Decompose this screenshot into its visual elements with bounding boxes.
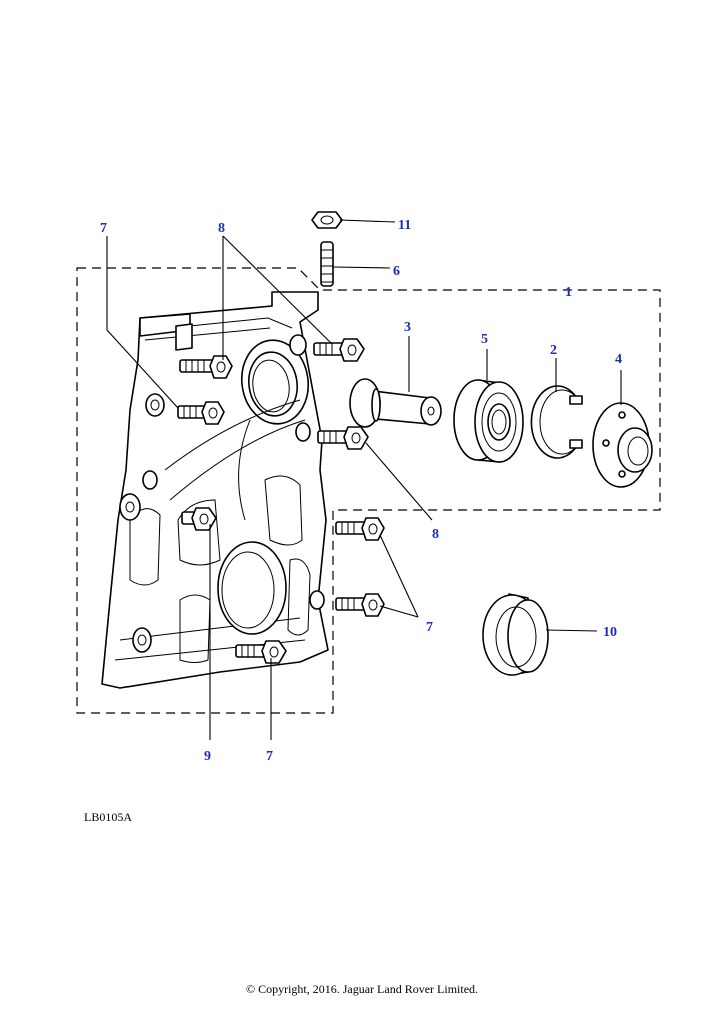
callout-7-top-left: 7	[100, 221, 107, 236]
copyright-notice: © Copyright, 2016. Jaguar Land Rover Lim…	[245, 982, 479, 996]
callout-7-right: 7	[426, 620, 433, 635]
callout-2: 2	[550, 343, 557, 358]
nut	[311, 211, 343, 229]
diagram-reference-code: LB0105A	[84, 810, 132, 824]
callout-4: 4	[615, 352, 622, 367]
callout-labels: 7 8 11 6 1 3 5 2 4 8 7 10 9 7	[100, 218, 622, 764]
timing-cover	[101, 291, 329, 689]
callout-6: 6	[393, 264, 400, 279]
callout-9: 9	[204, 749, 211, 764]
callout-5: 5	[481, 332, 488, 347]
callout-3: 3	[404, 320, 411, 335]
cover-bolt-lower-right-b	[335, 593, 385, 617]
pulley-flange	[592, 402, 653, 488]
cover-bolt-mid-right	[317, 426, 369, 450]
cover-bolt-lower-right-a	[335, 517, 385, 541]
stud	[320, 241, 334, 287]
callout-8-right: 8	[432, 527, 439, 542]
callout-1: 1	[565, 285, 572, 300]
cover-assembly-boundary	[76, 267, 661, 714]
leader-lines	[106, 219, 622, 740]
idler-shaft	[349, 378, 442, 428]
callout-10: 10	[603, 625, 617, 640]
oil-seal	[482, 593, 549, 676]
cover-bolt-lower-center	[235, 640, 287, 664]
cover-bolt-mid-left	[177, 401, 225, 425]
circlip	[530, 385, 583, 459]
bearing	[453, 379, 524, 463]
cover-bolt-upper-left	[179, 355, 233, 379]
callout-8-top: 8	[218, 221, 225, 236]
callout-7-bottom: 7	[266, 749, 273, 764]
callout-11: 11	[398, 218, 411, 233]
cover-bolt-upper-right	[313, 338, 365, 362]
